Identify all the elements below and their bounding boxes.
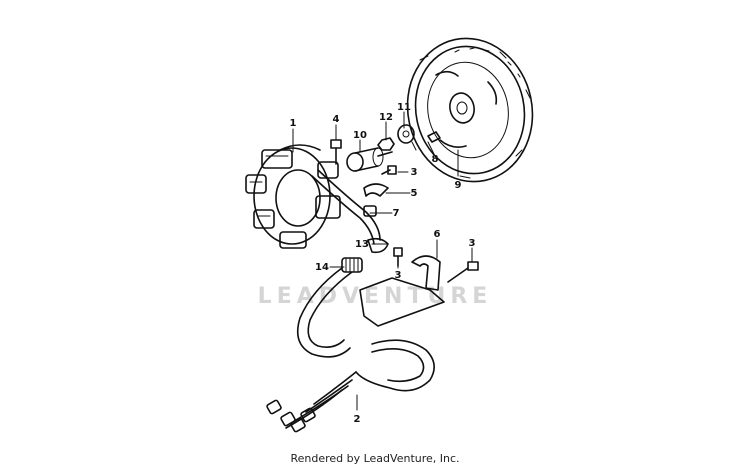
- render-caption: Rendered by LeadVenture, Inc.: [290, 452, 460, 465]
- label-6: 6: [434, 229, 441, 240]
- label-2: 2: [354, 414, 361, 425]
- flywheel[interactable]: [394, 27, 545, 194]
- label-5: 5: [411, 188, 418, 199]
- screw-part-3a[interactable]: [381, 165, 397, 175]
- part-labels: 1 2 3 3 3 4 5 6 7 8 9 10 11 12 13 14: [290, 102, 476, 425]
- grommet-part-7[interactable]: [363, 205, 377, 217]
- watermark-text: LEADVENTURE: [258, 284, 493, 309]
- screw-part-3c[interactable]: [447, 261, 479, 283]
- label-8: 8: [432, 154, 439, 165]
- clamp-part-5[interactable]: [363, 183, 389, 197]
- nut-part-12[interactable]: [377, 137, 395, 151]
- label-7: 7: [393, 208, 400, 219]
- label-3b: 3: [395, 270, 402, 281]
- label-13: 13: [355, 239, 369, 250]
- stator-wires[interactable]: [311, 169, 381, 245]
- label-1: 1: [290, 118, 297, 129]
- label-10: 10: [353, 130, 367, 141]
- key-part-8[interactable]: [427, 131, 441, 143]
- washer-part-11[interactable]: [397, 124, 415, 144]
- screw-part-3b[interactable]: [393, 247, 403, 267]
- label-14: 14: [315, 262, 329, 273]
- label-12: 12: [379, 112, 393, 123]
- stator-assembly[interactable]: [245, 144, 341, 249]
- label-3c: 3: [469, 238, 476, 249]
- grommet-part-13[interactable]: [367, 237, 389, 254]
- label-11: 11: [397, 102, 411, 113]
- bolt-part-4[interactable]: [330, 139, 342, 165]
- label-3a: 3: [411, 167, 418, 178]
- label-9: 9: [455, 180, 462, 191]
- wire-harness-part-2[interactable]: [266, 267, 435, 433]
- connector-part-14[interactable]: [341, 257, 363, 273]
- label-4: 4: [333, 114, 340, 125]
- spacer-part-10[interactable]: [346, 147, 393, 172]
- mounting-plate[interactable]: [359, 277, 445, 327]
